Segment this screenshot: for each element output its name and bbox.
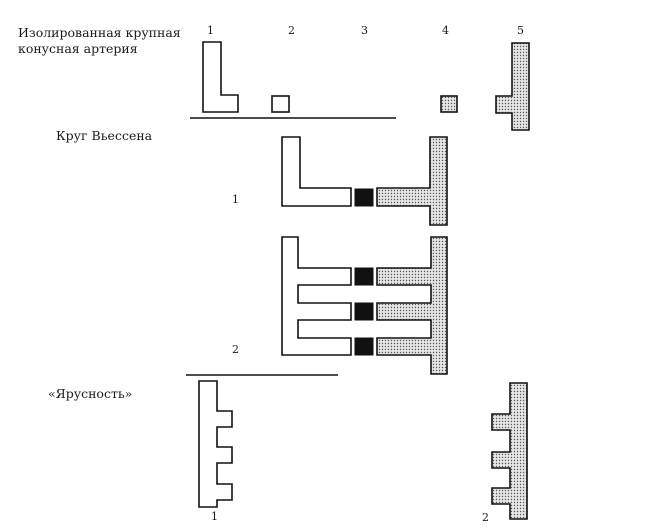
vieussens-2-junction-1 [354,267,374,286]
vieussens-1-white-branch [281,136,352,207]
isolated-shape-5 [495,42,530,131]
vieussens-title: Круг Вьессена [56,128,153,143]
column-number-4: 4 [442,24,449,37]
tiers-title: «Ярусность» [48,386,132,401]
vieussens-1-junction [354,188,374,207]
column-number-3: 3 [361,24,368,37]
tiers-2-dotted-branch [491,382,528,520]
tiers-variant-1-label: 1 [211,510,218,523]
isolated-title-line2: конусная артерия [18,41,138,56]
section-isolated: Изолированная крупная конусная артерия 1… [18,24,530,131]
isolated-shape-2 [271,95,290,113]
vieussens-2-dotted-branches [376,236,448,375]
isolated-shape-4 [440,95,458,113]
vieussens-1-dotted-branch [376,136,448,226]
column-number-1: 1 [207,24,214,37]
tiers-1-white-branch [198,380,233,508]
vieussens-variant-2-label: 2 [232,343,239,356]
vieussens-2-junction-3 [354,337,374,356]
column-number-2: 2 [288,24,295,37]
isolated-title-line1: Изолированная крупная [18,25,181,40]
vieussens-2-junction-2 [354,302,374,321]
isolated-shape-1 [202,41,239,113]
tiers-variant-2-label: 2 [482,511,489,524]
vieussens-variant-1-label: 1 [232,193,239,206]
section-tiers: «Ярусность» 1 2 [48,380,528,524]
section-vieussens: Круг Вьессена 1 2 [56,128,448,376]
column-number-5: 5 [517,24,524,37]
vieussens-2-white-branches [281,236,352,356]
